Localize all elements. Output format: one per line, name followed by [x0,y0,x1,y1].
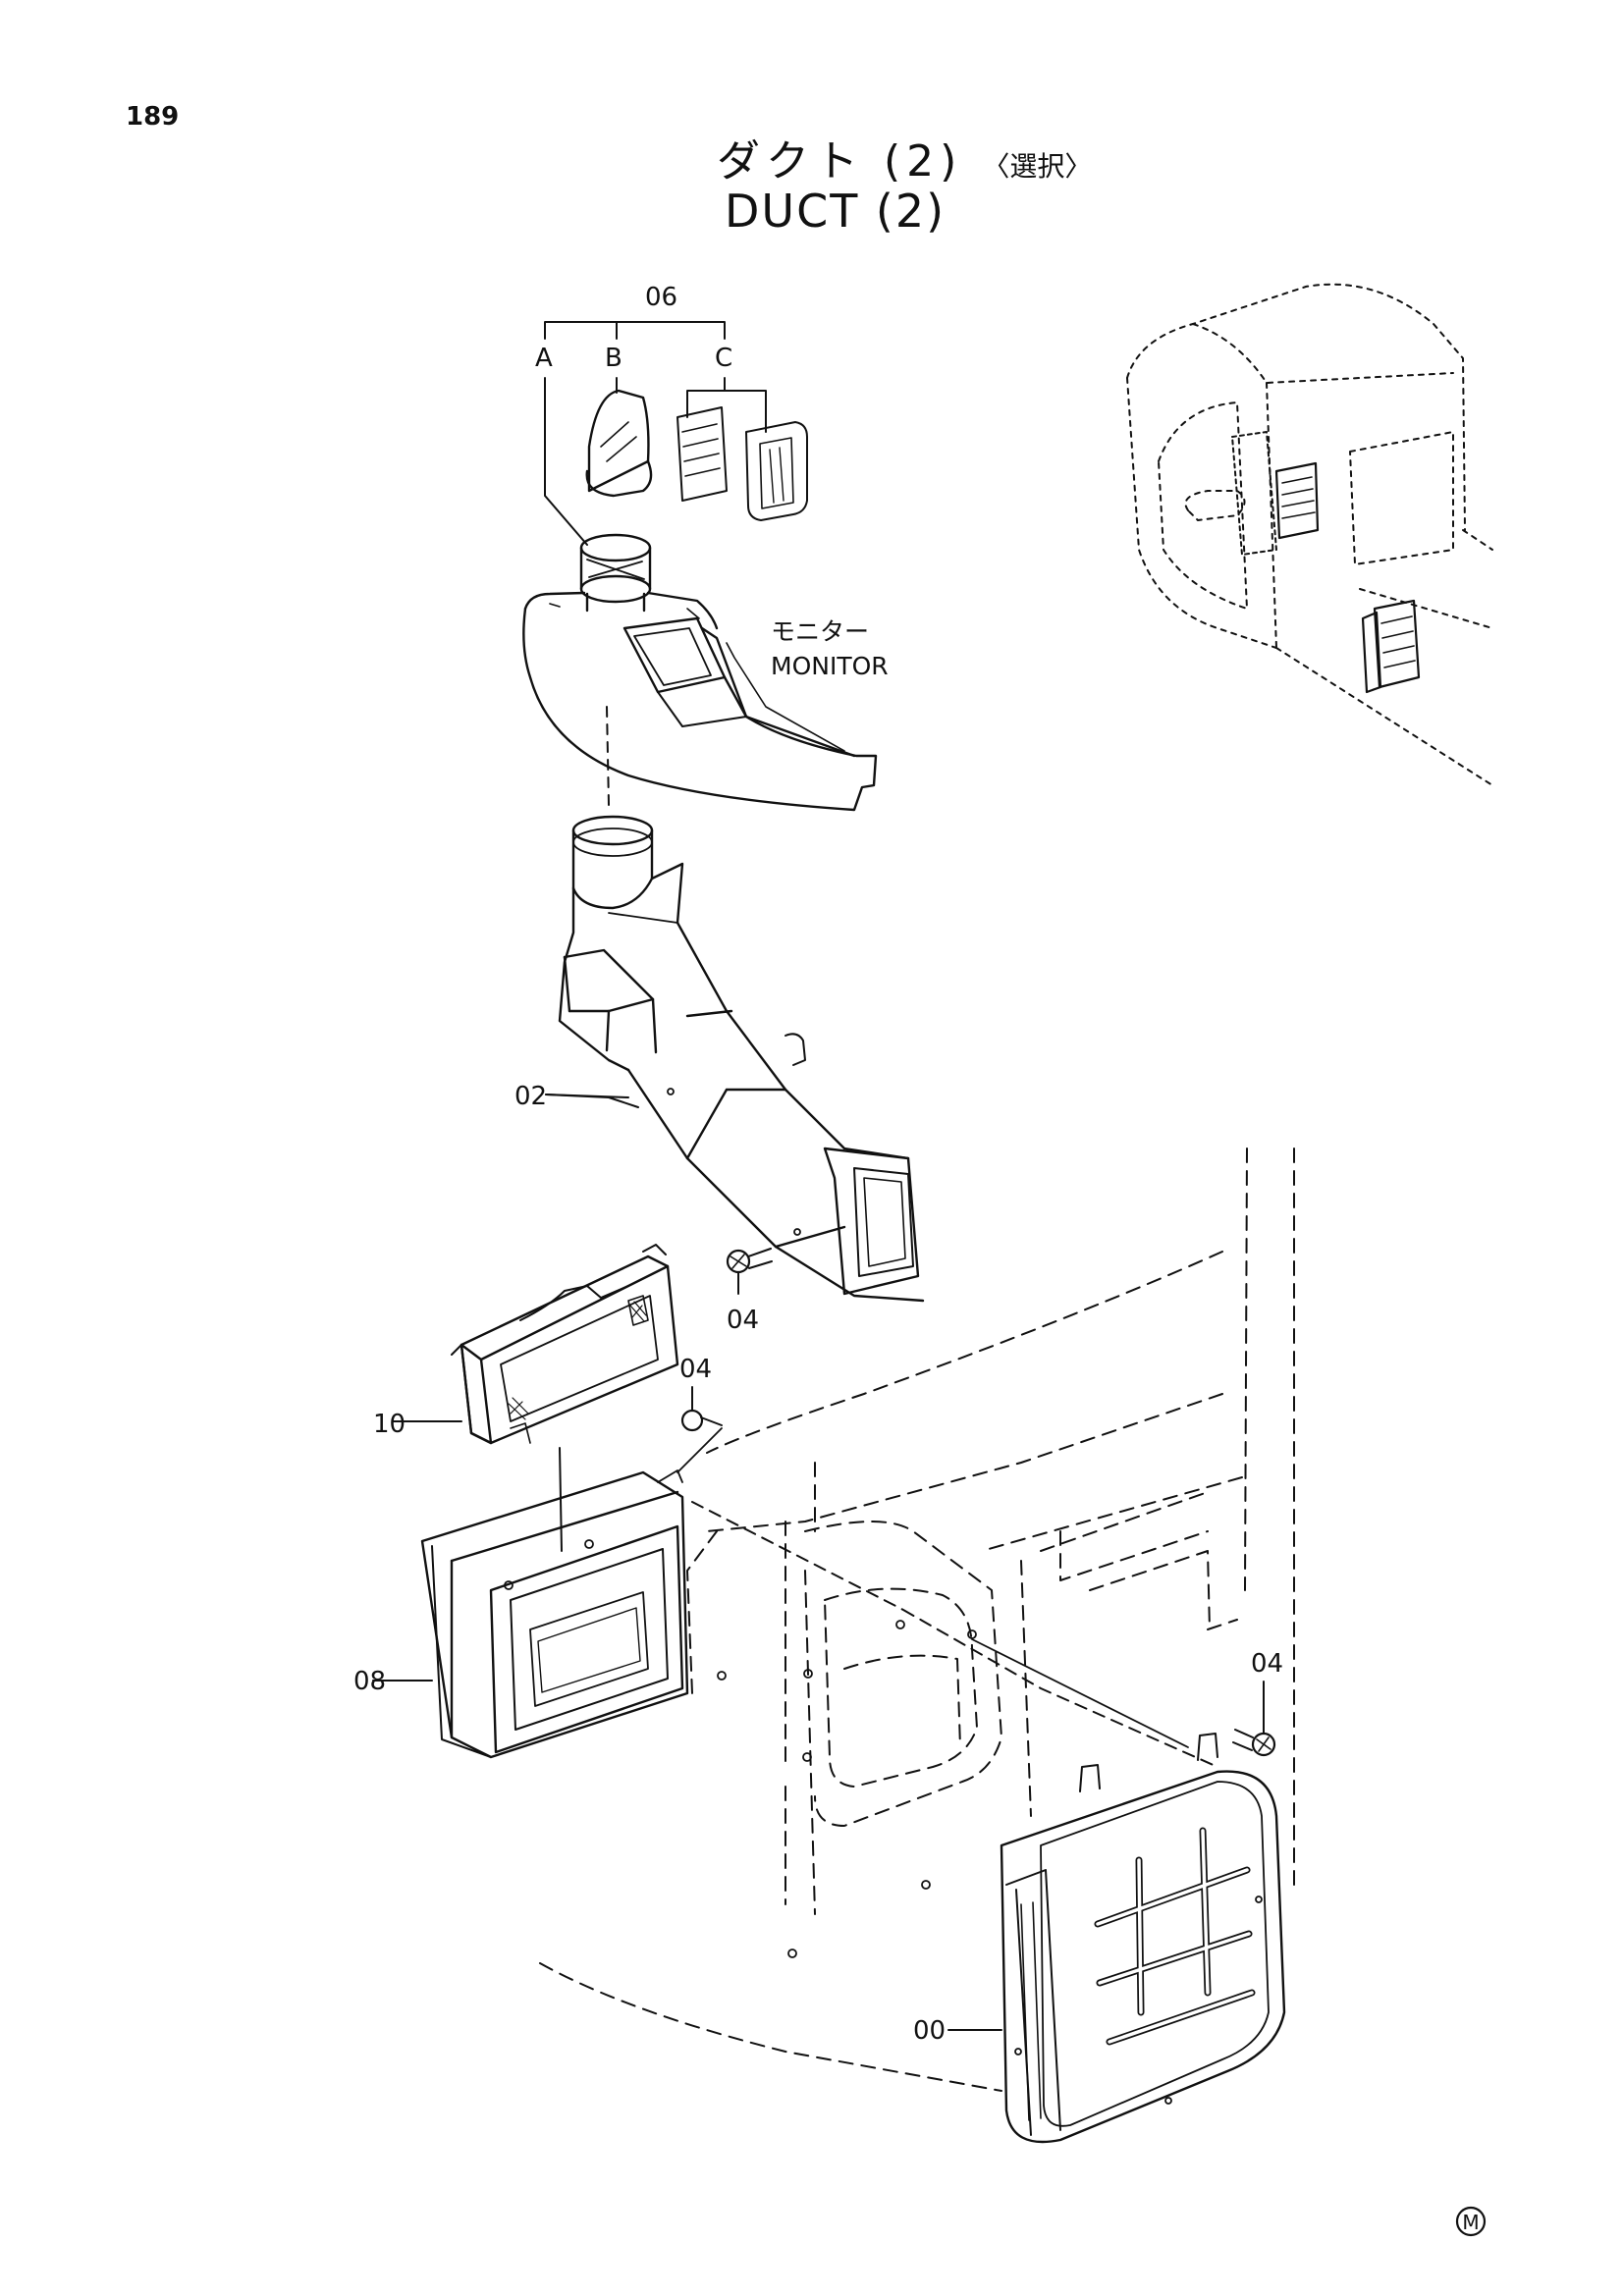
cab-panel-holes [717,1620,977,1958]
label-06: 06 [645,283,677,312]
m-mark: M [1455,2206,1487,2237]
monitor-panel [522,591,878,812]
title-japanese: ダクト (2) 〈選択〉 [717,126,1092,188]
title-english: DUCT (2) [725,185,947,238]
cab-panel-outline [539,1148,1295,2092]
label-04-upper: 04 [727,1306,759,1335]
label-04-right: 04 [1251,1649,1283,1679]
label-variant-a: A [535,344,553,373]
label-08: 08 [353,1667,386,1696]
part-06-group [544,321,808,613]
monitor-label-japanese: モニター [771,617,869,646]
part-10-filter [392,1244,679,1445]
page-number: 189 [126,102,180,132]
label-variant-b: B [605,344,622,373]
label-02: 02 [514,1082,547,1111]
title-japanese-text: ダクト (2) [717,136,963,187]
part-04-screw-middle [676,1386,723,1473]
part-04-screw-upper [726,1248,773,1295]
label-04-middle: 04 [679,1355,712,1384]
cab-inset-illustration [1126,283,1493,786]
part-00-cover [947,1733,1286,2144]
label-variant-c: C [715,344,732,373]
m-mark-letter: M [1462,2211,1479,2234]
label-00: 00 [913,2016,946,2046]
label-10: 10 [373,1410,406,1439]
part-08-housing [372,1469,689,1759]
part-02-duct [545,815,925,1303]
title-japanese-note: 〈選択〉 [982,150,1093,183]
monitor-label-english: MONITOR [771,652,889,680]
part-04-screw-right [1232,1681,1276,1757]
